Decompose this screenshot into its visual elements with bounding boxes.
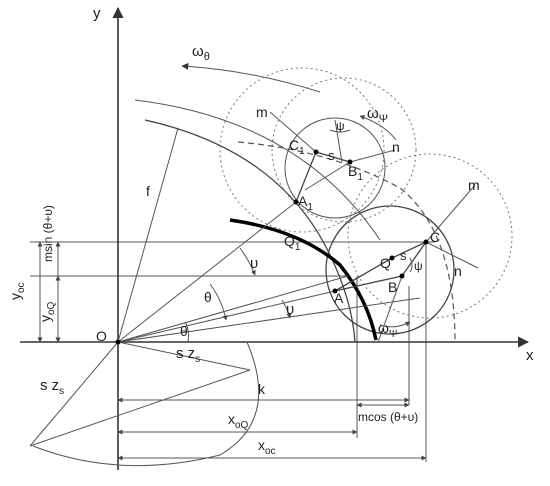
line-b-contact	[377, 275, 403, 343]
n-right-label: n	[454, 263, 462, 279]
line-c-b	[401, 241, 427, 277]
line-a-b	[334, 275, 403, 292]
n-top-label: n	[392, 139, 400, 155]
szs-left-label: s zs	[40, 377, 64, 397]
line-szs-mid	[117, 341, 251, 371]
omega-psi-arc	[359, 115, 397, 141]
yoc-label: yoc	[7, 282, 27, 300]
dotted-circle-top-left	[219, 67, 385, 233]
psi-right-label: ψ	[414, 259, 423, 273]
point-b	[399, 273, 405, 279]
dotted-circle-top-right	[271, 77, 417, 223]
line-szs-connect	[29, 369, 251, 447]
szs-mid-label: s zs	[176, 345, 200, 365]
omega-theta-arc	[181, 62, 321, 93]
nu2-label: υ	[286, 301, 294, 318]
c1-label: C1	[289, 137, 305, 157]
angle-arc-theta-small	[184, 321, 190, 343]
psi-arc-top	[329, 129, 351, 133]
line-f	[117, 127, 179, 343]
msin-label: msin (θ+υ)	[41, 205, 55, 262]
line-a-q	[334, 257, 393, 292]
f-label: f	[146, 183, 150, 199]
q-label: Q	[380, 255, 391, 271]
a1-label: A1	[298, 193, 313, 213]
angle-arc-theta	[209, 283, 228, 321]
origin-label: O	[96, 328, 107, 344]
line-szs-left	[29, 341, 119, 447]
omega-psi-bottom-label: ωΨ	[378, 320, 397, 340]
line-b1-a1	[304, 161, 351, 191]
q1-label: Q1	[284, 233, 301, 253]
point-a	[332, 288, 338, 294]
point-q	[389, 255, 395, 261]
line-b1-n	[349, 149, 396, 163]
xoc-label: xoc	[258, 437, 276, 457]
mcos-label: mcos (θ+υ)	[358, 410, 418, 424]
omega-psi-label: ωΨ	[367, 105, 388, 125]
nu1-label: υ	[250, 255, 258, 272]
line-c1-b1	[315, 151, 351, 163]
omega-psi-bottom-arc	[379, 321, 411, 328]
s-top-label: s	[328, 148, 335, 163]
solid-circle-top	[284, 117, 386, 219]
line-q-c	[391, 241, 427, 259]
line-oa1	[117, 201, 297, 343]
line-ob	[117, 297, 421, 343]
point-c	[423, 239, 429, 245]
axis-x-label: x	[526, 347, 534, 364]
solid-circle-main	[325, 205, 455, 335]
theta1-label: θ	[204, 289, 212, 305]
point-o	[115, 339, 121, 345]
xoq-label: xoQ	[228, 411, 249, 431]
omega-theta-label: ωθ	[192, 43, 210, 63]
line-c-n	[425, 241, 479, 269]
point-c1	[313, 149, 319, 155]
axis-y-label: y	[93, 5, 101, 22]
psi-top-label: ψ	[336, 119, 345, 133]
contact-curve	[229, 218, 378, 341]
line-c-m	[425, 184, 476, 243]
sz-arc	[32, 341, 260, 467]
m-right-label: m	[468, 177, 480, 193]
s-right-label: s	[400, 248, 407, 263]
line-psi-top	[334, 119, 343, 163]
b-label: B	[388, 279, 397, 295]
line-oq	[117, 275, 349, 343]
point-b1	[347, 159, 353, 165]
guide-arc-outer	[134, 99, 381, 241]
b1-label: B1	[348, 163, 363, 183]
k-label: k	[258, 381, 266, 397]
dashed-path	[237, 141, 456, 343]
c-label: C	[430, 229, 440, 245]
a-label: A	[334, 290, 344, 306]
guide-arc-f	[144, 119, 356, 343]
m-top-label: m	[256, 104, 268, 120]
angle-arc-nu-top	[239, 247, 256, 276]
point-a1	[293, 199, 299, 205]
dotted-circle-right	[347, 153, 513, 319]
yoq-label: yoQ	[37, 301, 57, 322]
theta2-label: θ	[180, 323, 188, 339]
psi-arc-right	[409, 257, 413, 273]
line-c1-m	[269, 111, 317, 153]
angle-arc-nu-bottom	[281, 299, 292, 319]
line-a1-c1	[295, 151, 317, 203]
